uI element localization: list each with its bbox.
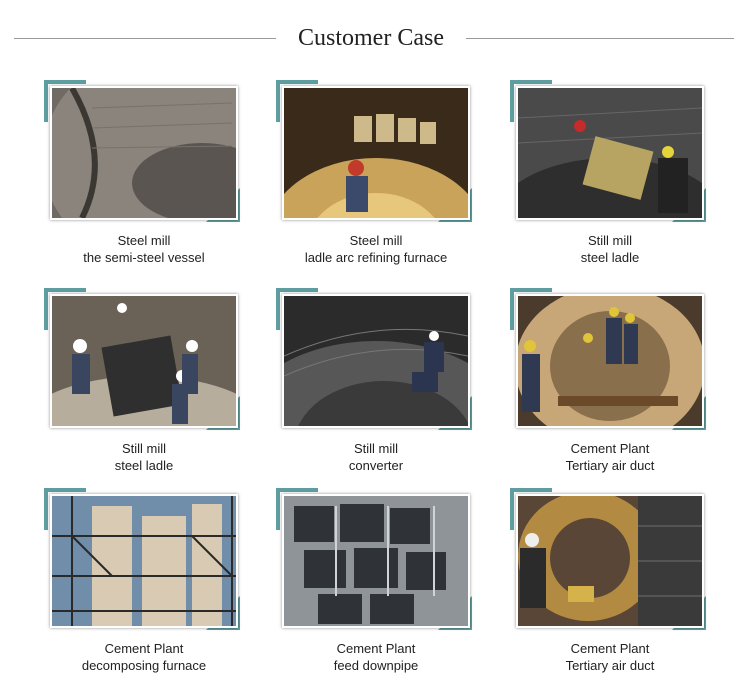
case-industry: Steel mill [349, 233, 403, 248]
case-card[interactable]: Still mill steel ladle [510, 80, 710, 270]
case-photo-frame [44, 488, 240, 630]
case-industry: Cement Plant [336, 641, 416, 656]
case-card[interactable]: Steel mill ladle arc refining furnace [276, 80, 476, 270]
feed-downpipe-photo[interactable] [282, 494, 470, 628]
case-application: ladle arc refining furnace [304, 250, 448, 265]
case-application: decomposing furnace [81, 658, 207, 673]
ladle-arc-furnace-photo[interactable] [282, 86, 470, 220]
case-industry: Cement Plant [570, 641, 650, 656]
case-industry: Still mill [121, 441, 167, 456]
case-photo-frame [510, 80, 706, 222]
page-title: Customer Case [298, 25, 444, 51]
case-photo-frame [276, 80, 472, 222]
case-caption: Still mill steel ladle [510, 232, 710, 266]
case-industry: Still mill [587, 233, 633, 248]
case-photo-frame [276, 488, 472, 630]
case-photo-frame [510, 288, 706, 430]
frame-corner-top-left [44, 488, 86, 530]
converter-photo[interactable] [282, 294, 470, 428]
case-photo-frame [276, 288, 472, 430]
case-photo-frame [44, 80, 240, 222]
tertiary-air-duct-photo[interactable] [516, 294, 704, 428]
case-photo-frame [44, 288, 240, 430]
section-header: Customer Case [0, 20, 750, 56]
case-application: the semi-steel vessel [83, 250, 205, 265]
frame-corner-top-left [276, 488, 318, 530]
frame-corner-top-left [276, 288, 318, 330]
case-industry: Still mill [353, 441, 399, 456]
frame-corner-top-left [510, 288, 552, 330]
case-card[interactable]: Still mill converter [276, 288, 476, 478]
case-industry: Steel mill [117, 233, 171, 248]
case-industry: Cement Plant [570, 441, 650, 456]
case-caption: Cement Plant decomposing furnace [44, 640, 244, 674]
case-application: feed downpipe [333, 658, 419, 673]
case-caption: Steel mill the semi-steel vessel [44, 232, 244, 266]
case-card[interactable]: Still mill steel ladle [44, 288, 244, 478]
case-application: Tertiary air duct [565, 658, 655, 673]
frame-corner-top-left [510, 80, 552, 122]
case-caption: Cement Plant feed downpipe [276, 640, 476, 674]
case-application: converter [348, 458, 404, 473]
frame-corner-top-left [276, 80, 318, 122]
case-application: Tertiary air duct [565, 458, 655, 473]
tertiary-air-duct-photo[interactable] [516, 494, 704, 628]
frame-corner-top-left [44, 80, 86, 122]
case-caption: Still mill converter [276, 440, 476, 474]
case-card[interactable]: Steel mill the semi-steel vessel [44, 80, 244, 270]
decomposing-furnace-photo[interactable] [50, 494, 238, 628]
case-caption: Still mill steel ladle [44, 440, 244, 474]
case-application: steel ladle [114, 458, 174, 473]
header-rule-left [14, 38, 276, 39]
steel-ladle-workers-photo[interactable] [50, 294, 238, 428]
case-caption: Steel mill ladle arc refining furnace [276, 232, 476, 266]
case-card[interactable]: Cement Plant feed downpipe [276, 488, 476, 678]
semi-steel-vessel-photo[interactable] [50, 86, 238, 220]
case-industry: Cement Plant [104, 641, 184, 656]
case-card[interactable]: Cement Plant decomposing furnace [44, 488, 244, 678]
header-rule-right [466, 38, 734, 39]
steel-ladle-photo[interactable] [516, 86, 704, 220]
case-application: steel ladle [580, 250, 640, 265]
case-photo-frame [510, 488, 706, 630]
frame-corner-top-left [44, 288, 86, 330]
frame-corner-top-left [510, 488, 552, 530]
